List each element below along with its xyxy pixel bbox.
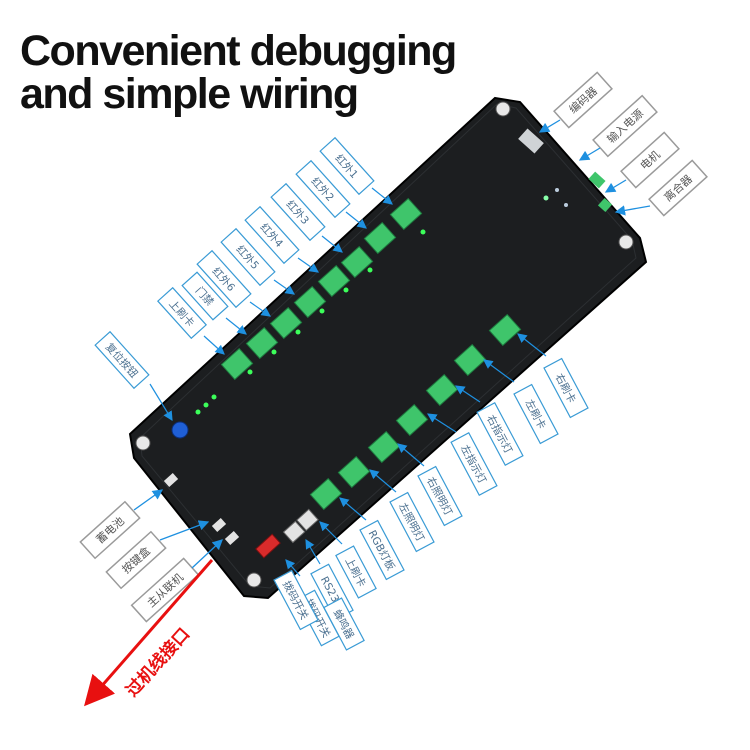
mount-hole [135, 435, 151, 451]
label-cable-interface: 过机线接口 [122, 624, 194, 701]
mount-hole [495, 101, 511, 117]
labels-right-top: 编码器 输入电源 电机 离合器 [538, 71, 708, 217]
board-outline [128, 96, 648, 600]
mount-hole [618, 234, 634, 250]
terminal-row-top [220, 197, 423, 381]
led-indicators [195, 229, 426, 415]
terminal-row-bottom [309, 313, 522, 511]
headline-line-1: Convenient debugging [20, 27, 457, 75]
labels-top: 红外1 红外2 红外3 红外4 红外5 [156, 136, 393, 355]
headline-line-2: and simple wiring [20, 70, 359, 118]
labels-left-bottom: 蓄电池 按键盒 主从联机 [79, 489, 223, 623]
reset-button [171, 421, 189, 439]
cable-interface-callout: 过机线接口 [84, 559, 214, 707]
rj45-ports [282, 508, 319, 544]
dip-switch [255, 533, 281, 559]
controller-board [128, 96, 648, 600]
mount-hole [246, 572, 262, 588]
headline: Convenient debugging and simple wiring [20, 27, 457, 118]
